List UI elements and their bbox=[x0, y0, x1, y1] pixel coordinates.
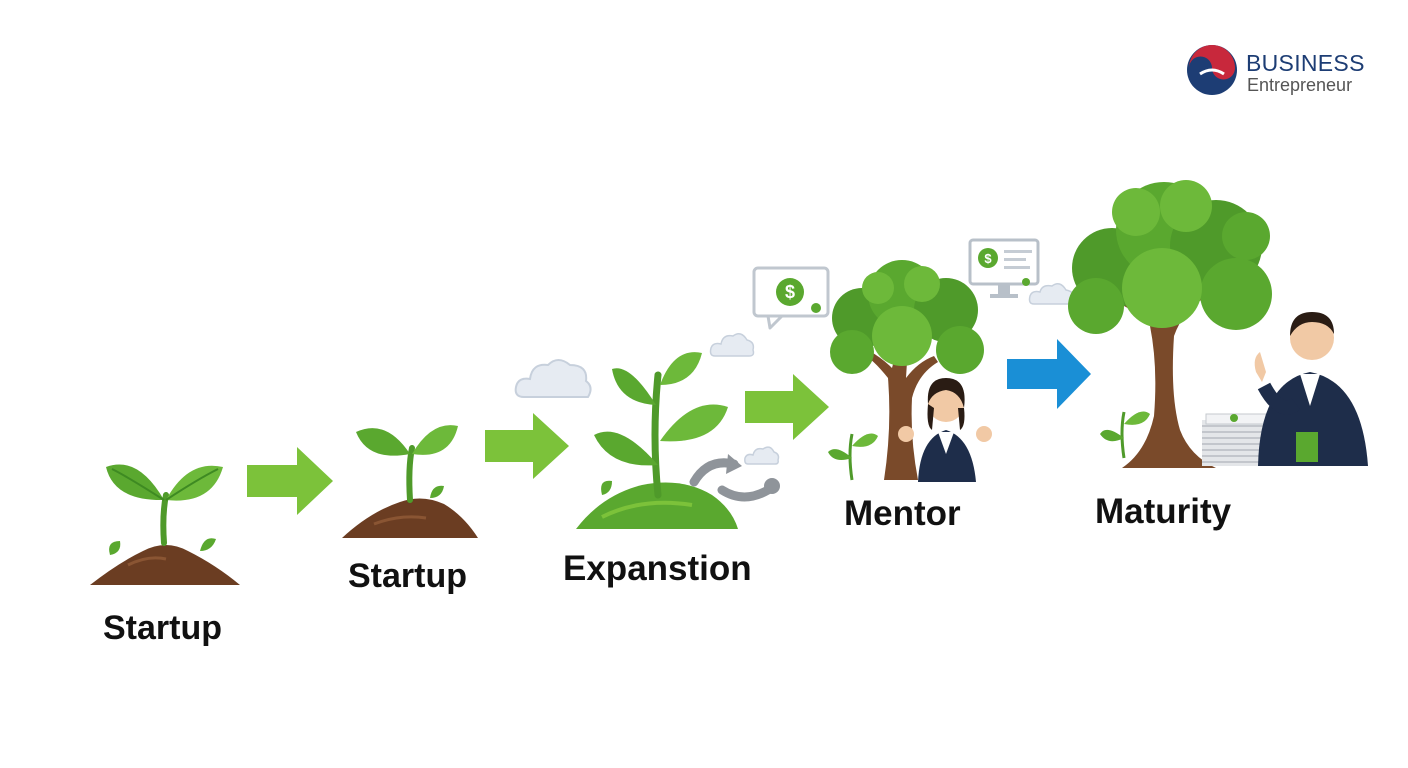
stage-5-label: Maturity bbox=[1095, 492, 1232, 531]
young-plant-icon bbox=[576, 352, 738, 529]
arrow-right-blue-icon bbox=[1007, 339, 1091, 409]
cloud-icon bbox=[514, 359, 592, 398]
large-tree-with-businessman-icon bbox=[1068, 180, 1368, 468]
svg-text:$: $ bbox=[984, 251, 992, 266]
stage-2-label: Startup bbox=[348, 557, 467, 595]
arrow-right-icon bbox=[247, 447, 333, 515]
tree-with-mentor-icon bbox=[828, 260, 992, 482]
cloud-icon bbox=[709, 333, 755, 357]
seedling-icon bbox=[342, 425, 478, 538]
sprout-icon bbox=[90, 464, 240, 585]
stage-4-label: Mentor bbox=[844, 494, 961, 533]
dollar-speech-bubble-icon: $ bbox=[752, 266, 830, 330]
brand-title: BUSINESS bbox=[1246, 50, 1365, 76]
dollar-monitor-icon: $ bbox=[968, 238, 1076, 305]
stage-1-label: Startup bbox=[103, 609, 222, 647]
brand-subtitle: Entrepreneur bbox=[1247, 75, 1353, 95]
arrow-right-icon bbox=[485, 413, 569, 479]
svg-text:$: $ bbox=[785, 282, 795, 302]
stage-3-label: Expanstion bbox=[563, 549, 752, 588]
cycle-arrows-icon bbox=[689, 454, 780, 502]
cloud-icon bbox=[744, 446, 780, 465]
arrow-right-icon bbox=[745, 374, 829, 440]
taegeuk-logo-icon bbox=[1187, 45, 1237, 95]
